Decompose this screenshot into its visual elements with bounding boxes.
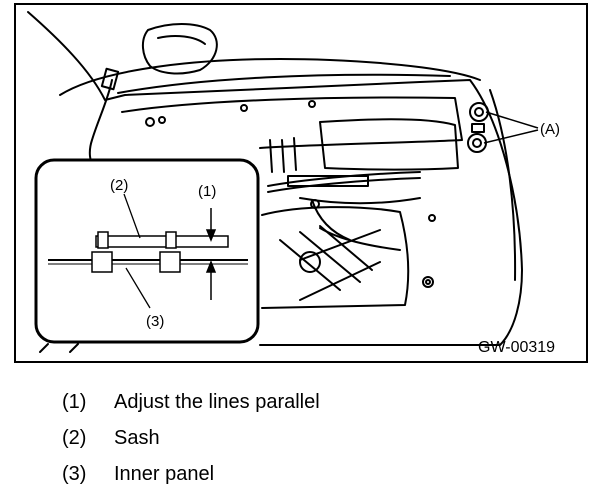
detail-inset: (2) (1) (3) bbox=[34, 158, 260, 344]
bolt-a-upper bbox=[469, 102, 489, 122]
legend-text: Sash bbox=[114, 427, 160, 449]
legend-item: (3) Inner panel bbox=[62, 456, 320, 492]
bolt-a-lower bbox=[467, 133, 487, 153]
detail-label-3: (3) bbox=[146, 313, 164, 330]
legend-item: (1) Adjust the lines parallel bbox=[62, 384, 320, 420]
detail-label-1: (1) bbox=[198, 183, 216, 200]
legend-text: Inner panel bbox=[114, 463, 215, 485]
detail-label-2: (2) bbox=[110, 177, 128, 194]
legend-number: (1) bbox=[62, 391, 87, 413]
callout-a-label: (A) bbox=[540, 121, 560, 138]
legend-number: (3) bbox=[62, 463, 87, 485]
door-body bbox=[27, 11, 523, 353]
door-panel-illustration: (A) (2) (1) (3) GW-00319 bbox=[14, 3, 588, 363]
callout-a-leaders bbox=[483, 111, 539, 144]
legend-number: (2) bbox=[62, 427, 87, 449]
figure-code: GW-00319 bbox=[478, 339, 555, 356]
legend-item: (2) Sash bbox=[62, 420, 320, 456]
legend-list: (1) Adjust the lines parallel (2) Sash (3)… bbox=[62, 384, 320, 492]
figure-frame bbox=[14, 3, 588, 363]
legend-text: Adjust the lines parallel bbox=[114, 391, 320, 413]
